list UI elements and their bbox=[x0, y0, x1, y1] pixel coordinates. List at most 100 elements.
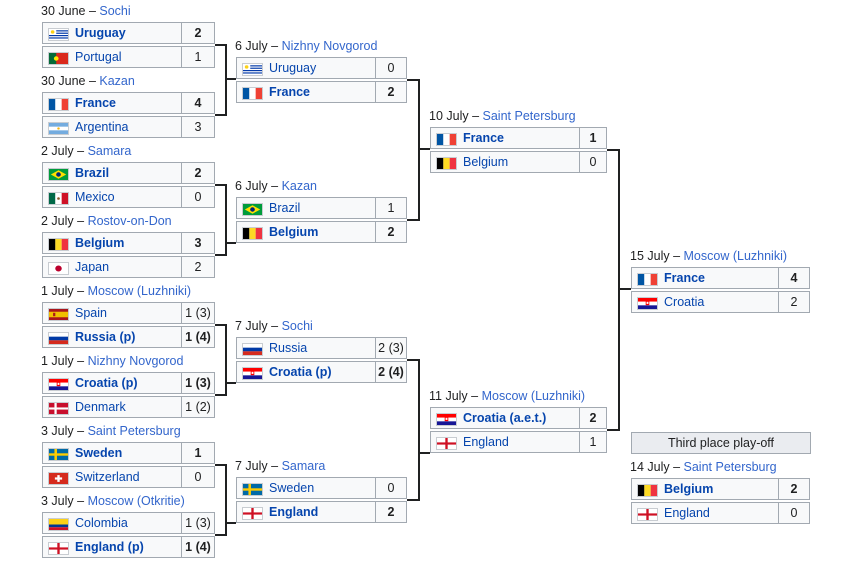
spain-flag-icon bbox=[48, 308, 69, 321]
croatia-flag-icon bbox=[242, 367, 263, 380]
date-separator: – bbox=[669, 460, 684, 474]
team-name-link[interactable]: Croatia (a.e.t.) bbox=[463, 411, 547, 425]
venue-link[interactable]: Saint Petersburg bbox=[87, 424, 181, 438]
team-name-link[interactable]: England bbox=[664, 506, 710, 520]
team-row-croatia: Croatia bbox=[631, 291, 779, 313]
team-name-link[interactable]: England bbox=[463, 435, 509, 449]
belgium-flag-icon bbox=[48, 238, 69, 251]
bracket-connector-line bbox=[418, 359, 420, 501]
team-name-link[interactable]: England (p) bbox=[75, 540, 144, 554]
team-score: 1 (4) bbox=[181, 536, 215, 558]
team-score: 2 (4) bbox=[375, 361, 407, 383]
team-name-link[interactable]: Belgium bbox=[75, 236, 125, 250]
team-score: 1 bbox=[181, 46, 215, 68]
team-name-link[interactable]: Argentina bbox=[75, 120, 129, 134]
bracket-connector-line bbox=[215, 464, 226, 466]
team-row-belgium: Belgium bbox=[236, 221, 376, 243]
team-name-link[interactable]: Croatia (p) bbox=[269, 365, 332, 379]
venue-link[interactable]: Moscow (Luzhniki) bbox=[481, 389, 586, 403]
team-row-england: England bbox=[430, 431, 580, 453]
match-date: 11 July bbox=[429, 389, 468, 403]
team-name-link[interactable]: France bbox=[269, 85, 310, 99]
team-name-link[interactable]: Colombia bbox=[75, 516, 128, 530]
venue-link[interactable]: Sochi bbox=[99, 4, 131, 18]
team-name-link[interactable]: Brazil bbox=[75, 166, 110, 180]
match-date: 7 July bbox=[235, 319, 268, 333]
team-name-link[interactable]: Sweden bbox=[75, 446, 123, 460]
match-r0-3-header: 2 July – Rostov-on-Don bbox=[41, 214, 172, 229]
team-name-link[interactable]: France bbox=[75, 96, 116, 110]
team-name-link[interactable]: England bbox=[269, 505, 319, 519]
team-row-portugal: Portugal bbox=[42, 46, 182, 68]
bracket-connector-line bbox=[225, 78, 236, 80]
argentina-flag-icon bbox=[48, 122, 69, 135]
team-score: 0 bbox=[579, 151, 607, 173]
team-name-link[interactable]: Uruguay bbox=[269, 61, 317, 75]
match-date: 1 July bbox=[41, 354, 74, 368]
team-name-link[interactable]: Portugal bbox=[75, 50, 122, 64]
bracket-connector-line bbox=[407, 359, 419, 361]
bracket-connector-line bbox=[225, 382, 236, 384]
date-separator: – bbox=[85, 74, 100, 88]
team-name-link[interactable]: Mexico bbox=[75, 190, 115, 204]
team-name-link[interactable]: Belgium bbox=[664, 482, 714, 496]
team-name-link[interactable]: Japan bbox=[75, 260, 110, 274]
team-name-link[interactable]: France bbox=[463, 131, 504, 145]
bracket-connector-line bbox=[418, 148, 430, 150]
bracket-connector-line bbox=[215, 184, 226, 186]
bracket-connector-line bbox=[418, 79, 420, 221]
venue-link[interactable]: Samara bbox=[281, 459, 326, 473]
team-row-sweden: Sweden bbox=[42, 442, 182, 464]
team-score: 4 bbox=[181, 92, 215, 114]
bracket-connector-line bbox=[225, 324, 227, 396]
venue-link[interactable]: Nizhny Novgorod bbox=[87, 354, 184, 368]
bracket-connector-line bbox=[407, 499, 419, 501]
team-name-link[interactable]: Belgium bbox=[269, 225, 319, 239]
team-score: 1 (3) bbox=[181, 512, 215, 534]
team-name-link[interactable]: Russia bbox=[269, 341, 308, 355]
venue-link[interactable]: Moscow (Luzhniki) bbox=[683, 249, 788, 263]
match-r2-0-header: 10 July – Saint Petersburg bbox=[429, 109, 576, 124]
team-name-link[interactable]: Uruguay bbox=[75, 26, 126, 40]
venue-link[interactable]: Moscow (Luzhniki) bbox=[87, 284, 192, 298]
match-date: 3 July bbox=[41, 424, 74, 438]
team-score: 2 bbox=[778, 478, 810, 500]
venue-link[interactable]: Saint Petersburg bbox=[683, 460, 777, 474]
venue-link[interactable]: Saint Petersburg bbox=[482, 109, 576, 123]
date-separator: – bbox=[73, 214, 88, 228]
bracket-connector-line bbox=[407, 79, 419, 81]
team-name-link[interactable]: Spain bbox=[75, 306, 107, 320]
venue-link[interactable]: Moscow (Otkritie) bbox=[87, 494, 185, 508]
team-score: 3 bbox=[181, 116, 215, 138]
team-row-russia: Russia bbox=[236, 337, 376, 359]
venue-link[interactable]: Rostov-on-Don bbox=[87, 214, 172, 228]
venue-link[interactable]: Kazan bbox=[99, 74, 135, 88]
venue-link[interactable]: Nizhny Novgorod bbox=[281, 39, 378, 53]
venue-link[interactable]: Kazan bbox=[281, 179, 318, 193]
team-name-link[interactable]: Belgium bbox=[463, 155, 509, 169]
team-name-link[interactable]: Sweden bbox=[269, 481, 315, 495]
date-separator: – bbox=[73, 354, 88, 368]
team-name-link[interactable]: Brazil bbox=[269, 201, 301, 215]
croatia-flag-icon bbox=[637, 297, 658, 310]
team-name-link[interactable]: Russia (p) bbox=[75, 330, 136, 344]
venue-link[interactable]: Samara bbox=[87, 144, 132, 158]
team-row-croatia: Croatia (p) bbox=[236, 361, 376, 383]
match-r1-2-header: 7 July – Sochi bbox=[235, 319, 313, 334]
date-separator: – bbox=[468, 109, 483, 123]
uruguay-flag-icon bbox=[48, 28, 69, 41]
team-row-uruguay: Uruguay bbox=[236, 57, 376, 79]
team-name-link[interactable]: Croatia bbox=[664, 295, 705, 309]
match-date: 30 June bbox=[41, 4, 86, 18]
team-row-france: France bbox=[236, 81, 376, 103]
russia-flag-icon bbox=[242, 343, 263, 356]
team-name-link[interactable]: Denmark bbox=[75, 400, 126, 414]
date-separator: – bbox=[669, 249, 684, 263]
russia-flag-icon bbox=[48, 332, 69, 345]
bracket-connector-line bbox=[225, 242, 236, 244]
team-name-link[interactable]: France bbox=[664, 271, 705, 285]
bracket-connector-line bbox=[225, 464, 227, 536]
team-name-link[interactable]: Croatia (p) bbox=[75, 376, 138, 390]
team-name-link[interactable]: Switzerland bbox=[75, 470, 140, 484]
venue-link[interactable]: Sochi bbox=[281, 319, 313, 333]
